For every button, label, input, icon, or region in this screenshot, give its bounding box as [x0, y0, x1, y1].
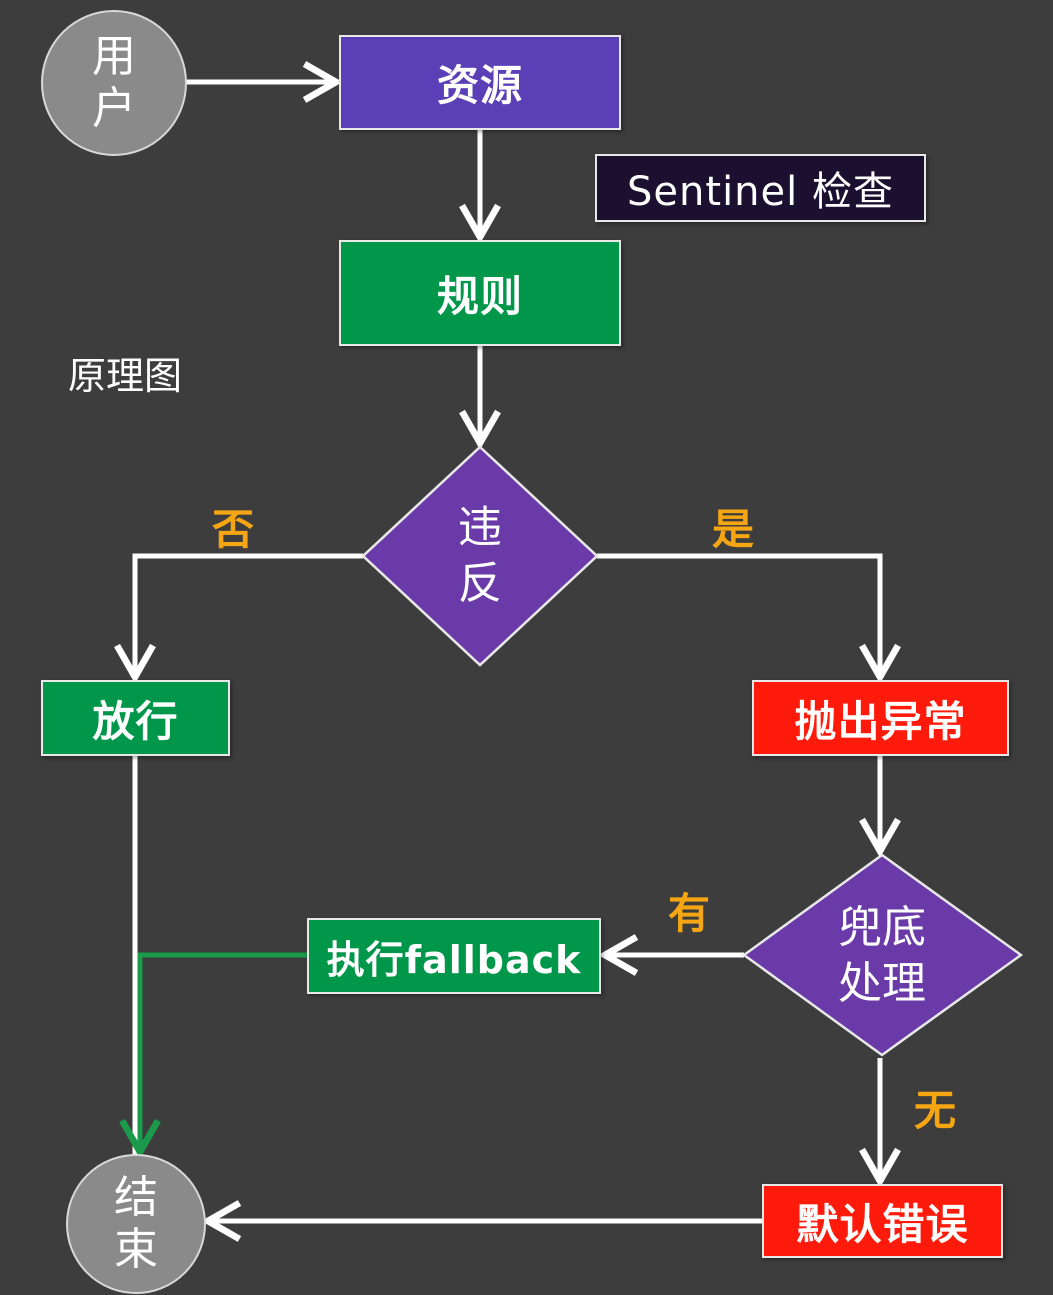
end-node-line1: 结	[114, 1172, 158, 1223]
edge-label-none: 无	[914, 1086, 957, 1135]
fallback-decision-line1: 兜底	[838, 902, 926, 953]
end-node: 结 束	[66, 1154, 206, 1294]
throw-exception-node: 抛出异常	[752, 680, 1009, 756]
fallback-decision-diamond	[741, 853, 1024, 1057]
pass-node: 放行	[41, 680, 230, 756]
execute-fallback-node: 执行fallback	[307, 918, 601, 994]
edge-label-has: 有	[668, 889, 711, 938]
edge-execute-fallback-end	[119, 952, 307, 1159]
edge-label-no: 否	[212, 505, 255, 554]
user-node: 用 户	[41, 10, 187, 156]
edge-violation-throw	[597, 553, 901, 684]
default-error-node: 默认错误	[762, 1184, 1003, 1258]
rule-node: 规则	[339, 240, 621, 346]
violation-line2: 反	[458, 558, 502, 609]
violation-line1: 违	[458, 502, 502, 553]
fallback-decision-text: 兜底 处理	[822, 900, 942, 1012]
fallback-decision-line2: 处理	[838, 958, 926, 1009]
violation-diamond	[361, 445, 599, 667]
edge-violation-pass	[114, 553, 363, 684]
end-node-line2: 束	[114, 1224, 158, 1275]
diagram-title-label: 原理图	[68, 354, 183, 398]
edge-label-yes: 是	[712, 505, 755, 554]
user-node-line2: 户	[92, 83, 136, 134]
user-node-line1: 用	[92, 31, 136, 82]
violation-node-text: 违 反	[440, 500, 520, 612]
sentinel-check-label: Sentinel 检查	[595, 154, 926, 222]
resource-node: 资源	[339, 35, 621, 130]
